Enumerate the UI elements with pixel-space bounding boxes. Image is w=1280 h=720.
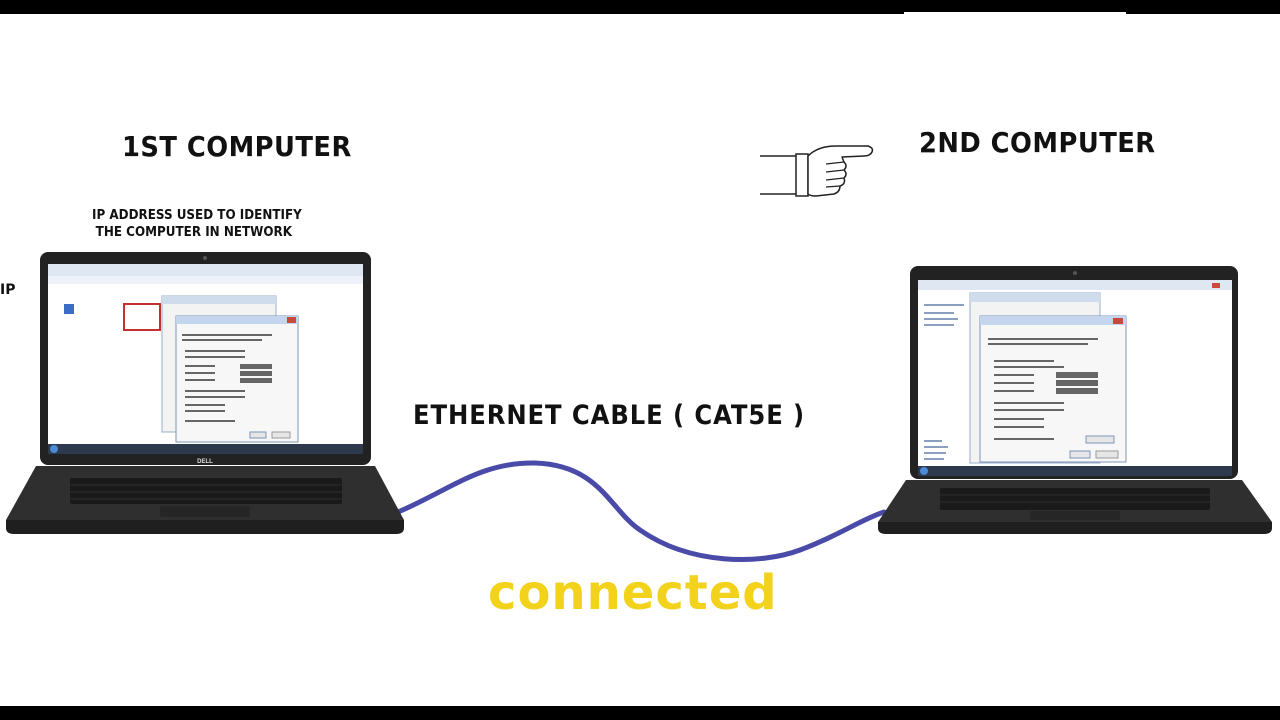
ethernet-cable [395,460,887,562]
connection-status: connected [488,565,778,621]
title-first-computer: 1ST COMPUTER [122,130,352,163]
ip-note-line-2: THE COMPUTER IN NETWORK [95,225,293,240]
top-black-bar [0,0,1280,14]
laptop-left-brand: DELL [197,459,213,465]
title-second-computer: 2ND COMPUTER [919,126,1156,159]
bottom-black-bar [0,706,1280,720]
top-bar-gap [904,12,1126,15]
laptop-left: DELL [6,252,404,534]
ethernet-cable-label: ETHERNET CABLE ( CAT5E ) [413,400,806,431]
ip-note-line-1: IP ADDRESS USED TO IDENTIFY [92,208,302,223]
laptop-right [878,266,1272,534]
ip-side-label: IP [0,282,16,298]
ip-address-note: IP ADDRESS USED TO IDENTIFY THE COMPUTER… [92,207,302,241]
pointing-hand-icon [760,145,874,197]
